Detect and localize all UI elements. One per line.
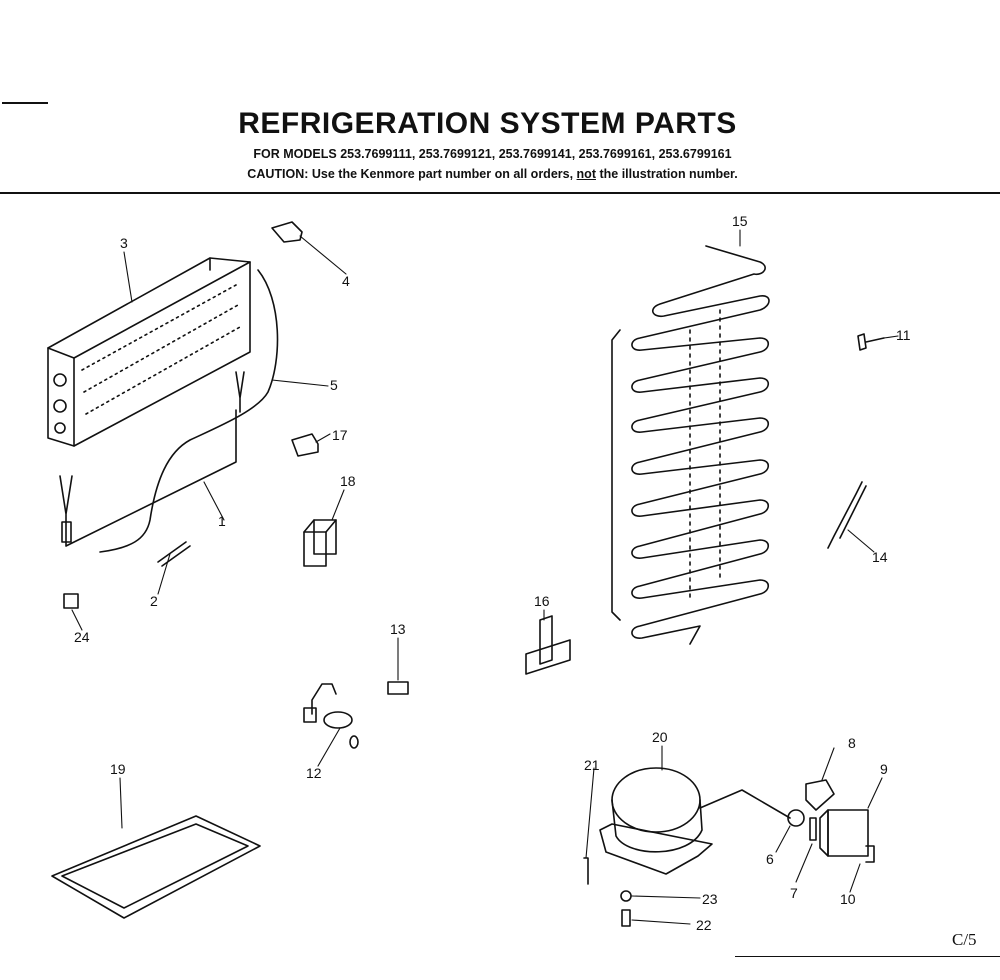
part-7-clip xyxy=(809,817,817,841)
part-16-bracket xyxy=(525,615,571,675)
callout-numbers: 3 4 5 17 1 18 2 24 13 12 19 15 11 14 16 … xyxy=(74,213,911,933)
callout-8: 8 xyxy=(848,735,856,751)
caution-emphasis: not xyxy=(576,167,596,181)
part-4-bulb xyxy=(271,221,303,243)
part-1-connector xyxy=(61,521,72,543)
part-13-fitting xyxy=(387,681,409,695)
part-5-wire-end xyxy=(235,371,245,413)
callout-21: 21 xyxy=(584,757,600,773)
callout-1: 1 xyxy=(218,513,226,529)
callout-14: 14 xyxy=(872,549,888,565)
callout-4: 4 xyxy=(342,273,350,289)
part-22-stud xyxy=(621,909,631,927)
part-15-coil xyxy=(611,245,770,645)
part-20-compressor xyxy=(599,767,791,875)
callout-19: 19 xyxy=(110,761,126,777)
page-code: C/5 xyxy=(952,930,977,949)
part-6-cap xyxy=(787,809,805,827)
callout-23: 23 xyxy=(702,891,718,907)
callout-6: 6 xyxy=(766,851,774,867)
part-24-cap xyxy=(63,593,79,609)
part-1-harness xyxy=(59,409,237,547)
part-10-bracket xyxy=(865,845,875,863)
caution-text: Use the Kenmore part number on all order… xyxy=(311,167,574,181)
header-rule xyxy=(0,192,1000,194)
callout-20: 20 xyxy=(652,729,668,745)
callout-15: 15 xyxy=(732,213,748,229)
models-line: FOR MODELS 253.7699111, 253.7699121, 253… xyxy=(253,147,732,161)
callout-3: 3 xyxy=(120,235,128,251)
corner-mark xyxy=(2,102,48,104)
part-14-drier xyxy=(827,481,867,549)
callout-2: 2 xyxy=(150,593,158,609)
caution-label: CAUTION: xyxy=(247,167,309,181)
part-18-relay xyxy=(303,519,337,567)
footer-rule xyxy=(735,956,1000,957)
part-9-capacitor xyxy=(819,809,869,857)
callout-7: 7 xyxy=(790,885,798,901)
page-title: REFRIGERATION SYSTEM PARTS xyxy=(238,107,737,140)
part-23-grommet xyxy=(620,890,632,902)
callout-17: 17 xyxy=(332,427,348,443)
callout-12: 12 xyxy=(306,765,322,781)
callout-18: 18 xyxy=(340,473,356,489)
callout-10: 10 xyxy=(840,891,856,907)
part-2-probe xyxy=(157,541,191,567)
part-21-bolt xyxy=(583,857,589,885)
part-8-relay xyxy=(805,779,835,811)
part-11-clamp xyxy=(857,333,885,351)
part-17-clip xyxy=(291,433,319,457)
callout-24: 24 xyxy=(74,629,90,645)
part-12-cord xyxy=(303,683,359,749)
callout-11: 11 xyxy=(896,327,911,343)
caution-line: CAUTION: Use the Kenmore part number on … xyxy=(0,167,985,181)
part-5-tubing xyxy=(99,269,279,553)
part-3-evaporator xyxy=(47,257,251,447)
callout-16: 16 xyxy=(534,593,550,609)
callout-13: 13 xyxy=(390,621,406,637)
caution-text-end: the illustration number. xyxy=(599,167,738,181)
callout-9: 9 xyxy=(880,761,888,777)
callout-5: 5 xyxy=(330,377,338,393)
callout-22: 22 xyxy=(696,917,712,933)
part-19-tray xyxy=(51,815,261,919)
